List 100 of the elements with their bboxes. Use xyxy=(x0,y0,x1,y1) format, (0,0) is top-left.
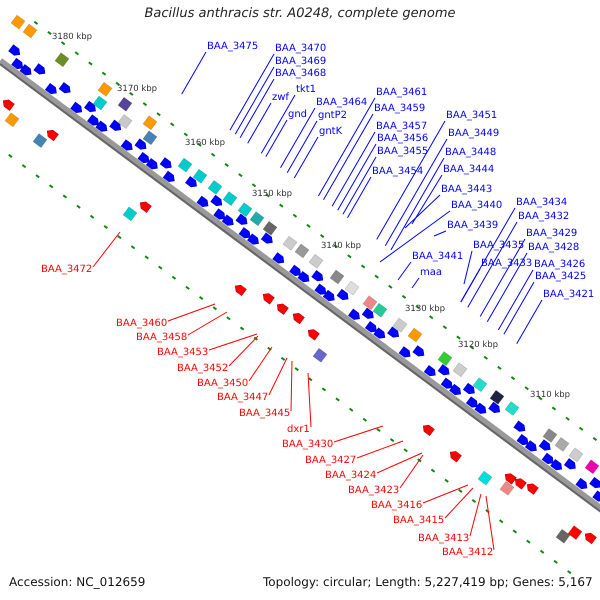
leader-line xyxy=(434,230,446,236)
gene-label: BAA_3458 xyxy=(136,332,188,343)
leader-line xyxy=(390,158,444,250)
leader-line xyxy=(404,194,440,228)
leader-line xyxy=(422,484,468,504)
leader-line xyxy=(230,54,274,131)
footer-text: Accession: NC_012659 xyxy=(9,575,146,589)
gene-label: BAA_3448 xyxy=(445,147,496,158)
leader-line xyxy=(248,346,272,382)
scale-label: 3160 kbp xyxy=(185,138,226,148)
gene-label: BAA_3415 xyxy=(393,515,444,526)
leader-line xyxy=(503,282,534,335)
gene-label: BAA_3439 xyxy=(447,220,498,231)
gene-label: BAA_3413 xyxy=(418,533,470,544)
gene-label: BAA_3445 xyxy=(239,408,290,419)
leader-line xyxy=(323,114,374,200)
leader-line xyxy=(92,232,120,268)
leader-line xyxy=(480,238,526,317)
gene-label: BAA_3444 xyxy=(443,164,494,175)
gene-label: BAA_3427 xyxy=(305,455,356,466)
gene-label: BAA_3441 xyxy=(412,251,464,262)
leader-line xyxy=(334,426,384,442)
leader-line xyxy=(342,156,376,215)
leader-line xyxy=(376,120,446,240)
scale-label: 3180 kbp xyxy=(52,32,92,42)
gene-label: BAA_3440 xyxy=(451,200,502,211)
leader-line xyxy=(347,176,372,218)
leader-line xyxy=(286,120,318,174)
gene-label: BAA_3428 xyxy=(528,242,580,253)
leader-line xyxy=(181,52,206,95)
gene-label: BAA_3455 xyxy=(377,146,428,157)
gene-label: BAA_3450 xyxy=(197,378,248,389)
gene-label: BAA_3451 xyxy=(446,110,498,121)
leader-line xyxy=(444,488,474,518)
gene-label: BAA_3452 xyxy=(177,363,228,374)
leader-line xyxy=(384,138,448,246)
leader-line xyxy=(234,66,274,135)
leader-line xyxy=(208,334,258,350)
gene-label: BAA_3416 xyxy=(371,500,422,511)
gene-label: zwf xyxy=(272,92,289,103)
leader-line xyxy=(464,250,472,284)
gene-label: gntP2 xyxy=(318,110,347,121)
leader-line xyxy=(318,98,376,196)
gene-label: BAA_3469 xyxy=(275,56,326,67)
leader-line xyxy=(380,210,450,262)
gene-label: BAA_3470 xyxy=(275,43,326,54)
leader-line xyxy=(337,144,376,211)
gene-label: BAA_3424 xyxy=(325,470,376,481)
gene-label: BAA_3423 xyxy=(348,485,400,496)
leader-line xyxy=(290,360,292,412)
leader-line xyxy=(470,494,482,536)
gene-label: BAA_3475 xyxy=(207,41,258,52)
gene-label: BAA_3432 xyxy=(518,211,570,222)
gene-label: BAA_3456 xyxy=(377,133,428,144)
gene-label: BAA_3443 xyxy=(441,184,492,195)
scale-label: 3140 kbp xyxy=(321,241,362,251)
leader-line xyxy=(467,222,518,308)
gene-label: gnd xyxy=(288,109,308,120)
leader-line xyxy=(168,304,216,322)
gene-label: BAA_3426 xyxy=(534,259,586,270)
leader-line xyxy=(460,208,516,302)
leader-line xyxy=(247,102,272,144)
gene-label: BAA_3464 xyxy=(316,97,368,108)
leader-line xyxy=(228,336,258,366)
gene-label: BAA_3459 xyxy=(374,103,426,114)
scale-label: 3130 kbp xyxy=(405,304,446,314)
leader-line xyxy=(188,312,228,336)
leader-line xyxy=(412,278,420,288)
gene-label: BAA_3429 xyxy=(526,228,578,239)
leader-line xyxy=(376,452,422,474)
gene-label: BAA_3434 xyxy=(516,197,568,208)
leader-line xyxy=(498,270,534,330)
leader-line xyxy=(294,136,318,178)
gene-label: maa xyxy=(420,267,442,278)
gene-label: tkt1 xyxy=(296,84,316,95)
gene-label: BAA_3430 xyxy=(282,439,334,450)
scale-label: 3150 kbp xyxy=(252,189,292,199)
gene-label: gntK xyxy=(319,126,342,137)
gene-label: BAA_3460 xyxy=(116,318,168,329)
gene-label: BAA_3421 xyxy=(543,289,594,300)
leader-line xyxy=(400,454,424,488)
leader-line xyxy=(332,132,376,207)
leader-line xyxy=(486,496,494,550)
leader-line xyxy=(280,108,316,168)
footer-text: Topology: circular; Length: 5,227,419 bp; Genes: 5,167 xyxy=(263,575,593,589)
gene-label: BAA_3447 xyxy=(217,392,268,403)
leader-line xyxy=(268,358,288,396)
gene-label: BAA_3412 xyxy=(442,547,494,558)
gene-label: BAA_3457 xyxy=(376,121,428,132)
gene-label: BAA_3425 xyxy=(535,271,586,282)
leader-line xyxy=(356,440,404,458)
map-title: Bacillus anthracis str. A0248, complete genome xyxy=(143,8,457,19)
scale-label: 3120 kbp xyxy=(458,340,498,350)
scale-label: 3170 kbp xyxy=(117,84,158,94)
leader-line xyxy=(460,268,480,303)
gene-label: BAA_3453 xyxy=(157,347,208,358)
leader-line xyxy=(516,300,542,344)
gene-label: BAA_3461 xyxy=(376,87,428,98)
leader-line xyxy=(398,262,412,280)
gene-label: BAA_3468 xyxy=(275,68,326,79)
